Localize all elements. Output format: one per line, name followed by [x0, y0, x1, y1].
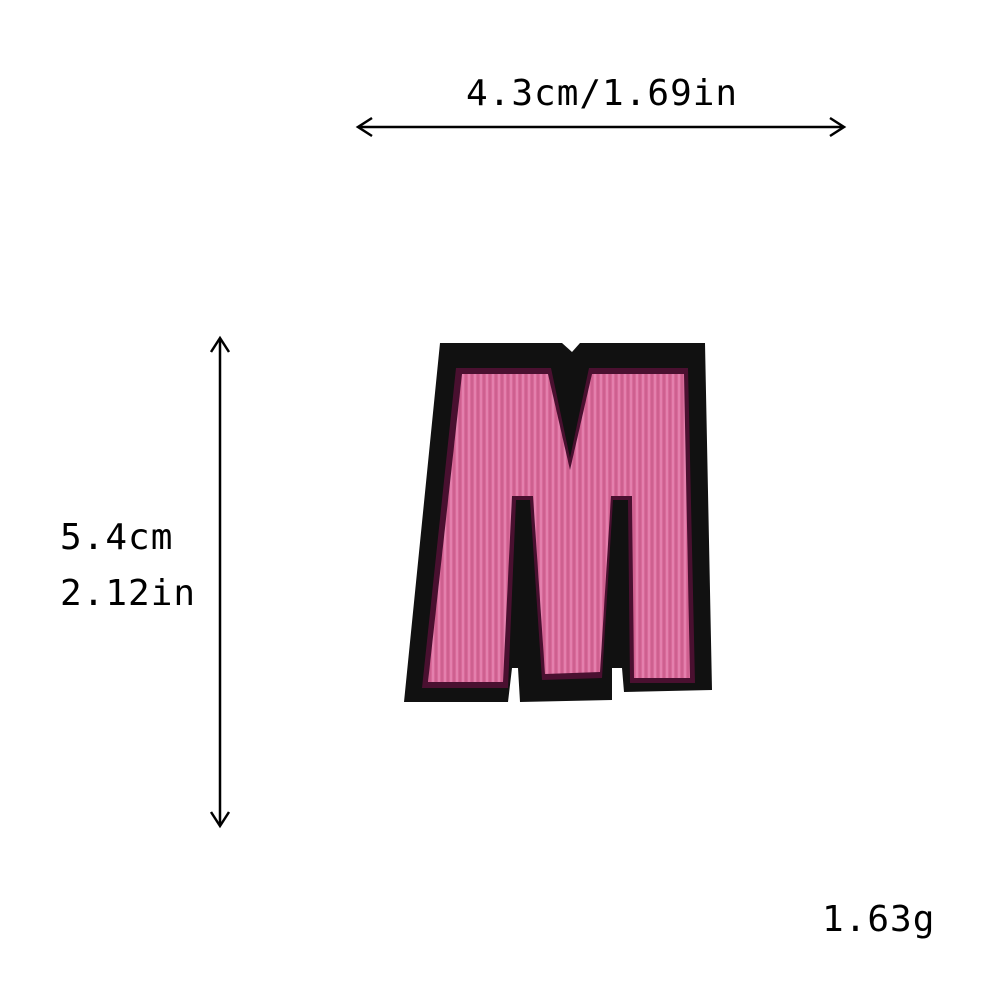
height-dimension-cm-label: 5.4cm	[60, 517, 174, 558]
weight-label: 1.63g	[822, 899, 936, 940]
width-dimension-label: 4.3cm/1.69in	[466, 73, 739, 114]
patch-pink-letter	[428, 374, 690, 682]
height-arrow	[209, 335, 231, 829]
width-arrow	[355, 116, 847, 138]
height-dimension-in-label: 2.12in	[60, 573, 197, 614]
letter-m-patch	[404, 343, 712, 702]
